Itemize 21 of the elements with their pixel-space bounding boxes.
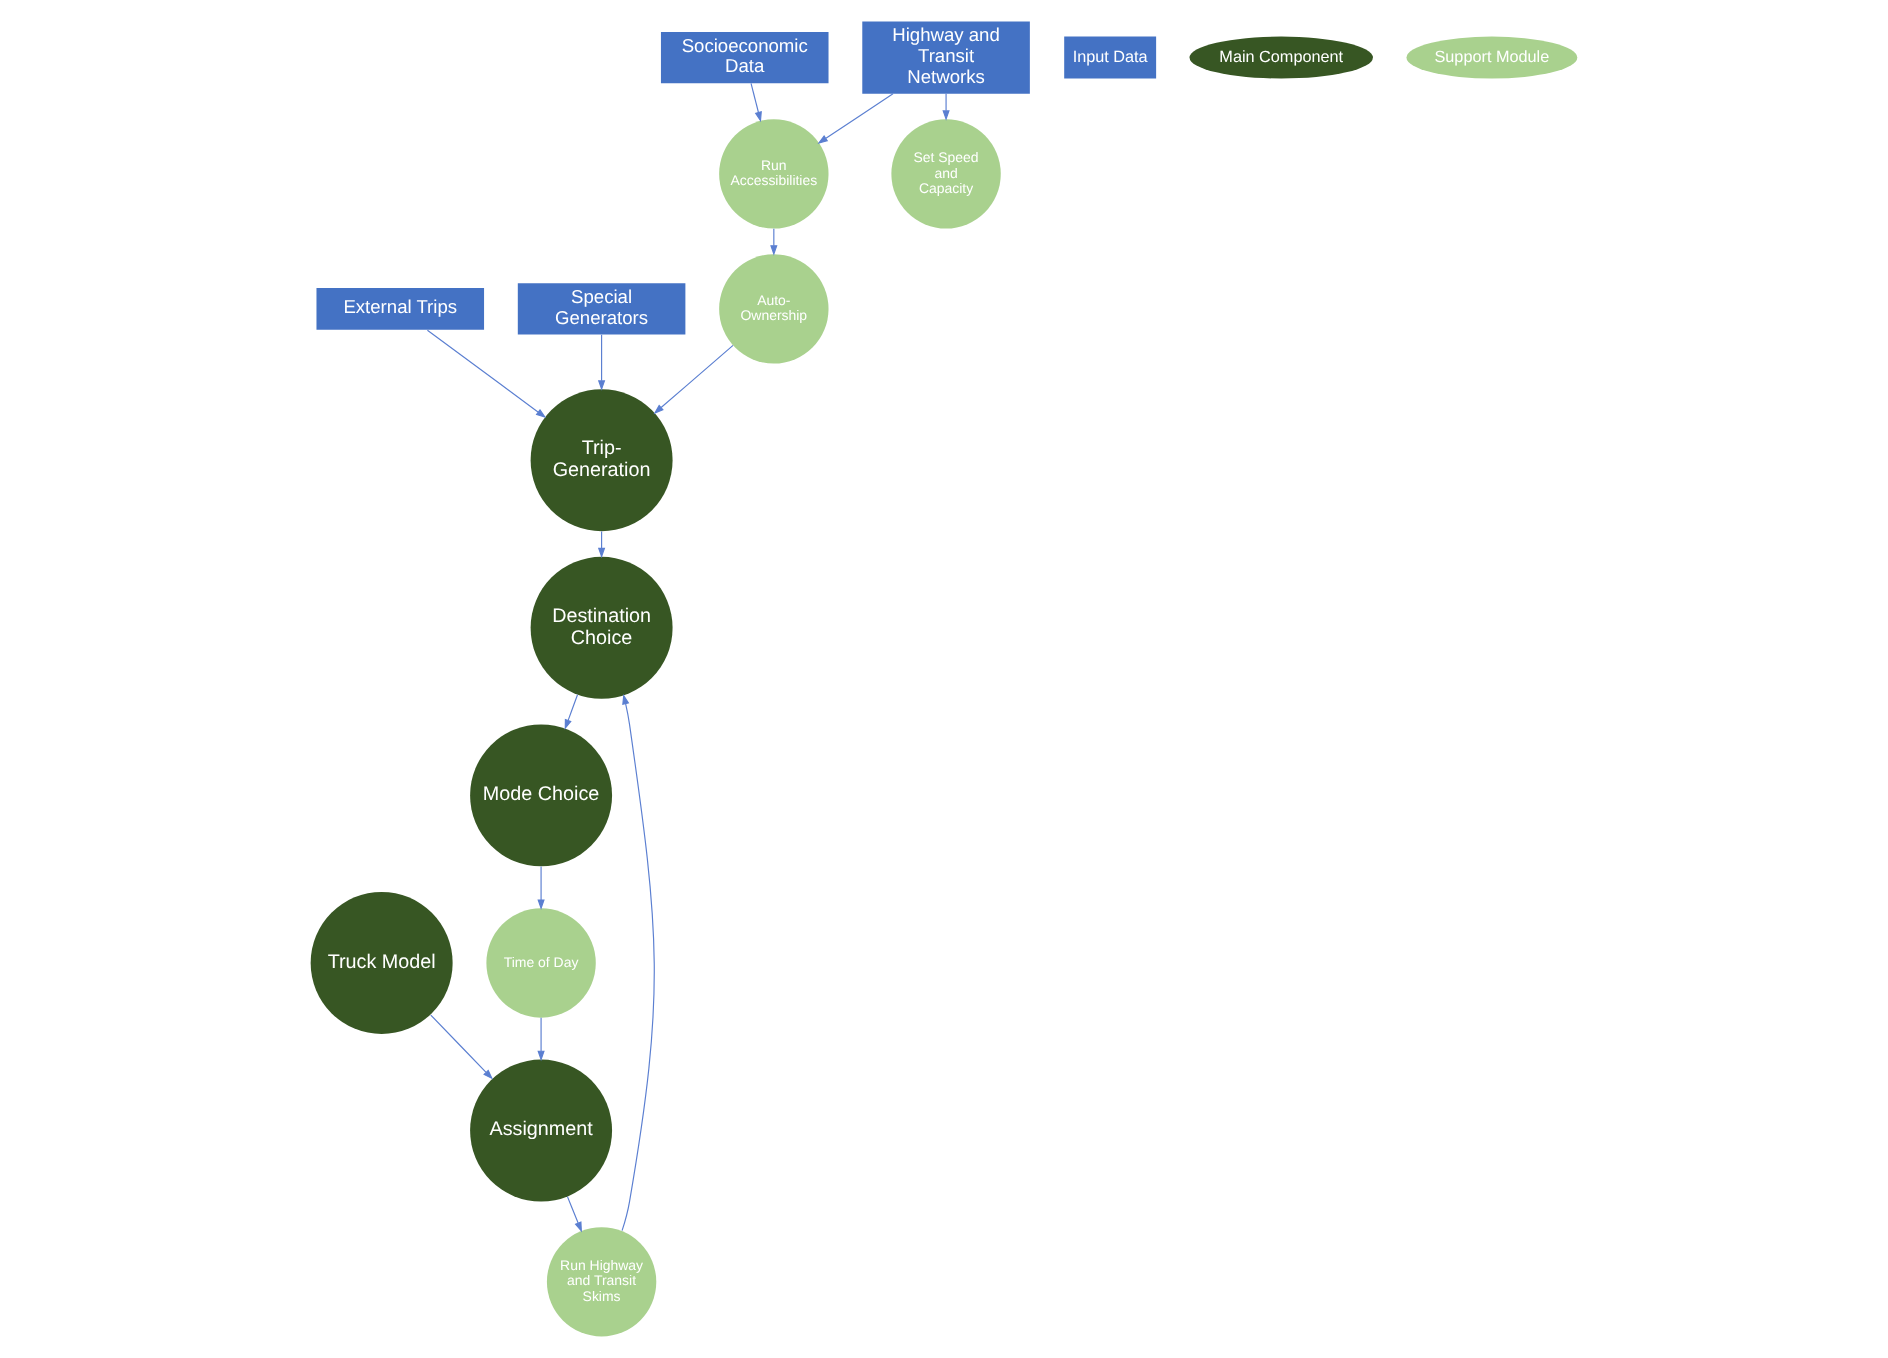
arrow bbox=[537, 1017, 545, 1062]
arrow bbox=[653, 344, 734, 415]
node-box: External Trips bbox=[316, 287, 485, 330]
node-circle: Truck Model bbox=[310, 891, 453, 1034]
node-box: Socioeconomic Data bbox=[660, 31, 829, 84]
arrow bbox=[537, 866, 545, 910]
node-box: Highway and Transit Networks bbox=[862, 21, 1030, 94]
arrow bbox=[426, 329, 547, 419]
node-circle: Assignment bbox=[470, 1059, 613, 1202]
arrow bbox=[942, 93, 950, 121]
arrow bbox=[621, 694, 655, 1232]
arrow bbox=[597, 334, 606, 391]
node-circle: Destination Choice bbox=[530, 556, 673, 699]
arrow bbox=[564, 694, 579, 730]
arrow bbox=[750, 82, 762, 123]
arrow bbox=[817, 93, 894, 144]
node-circle: Mode Choice bbox=[470, 724, 613, 867]
arrow bbox=[566, 1196, 582, 1233]
node-circle: Trip-Generation bbox=[530, 389, 673, 532]
arrow bbox=[430, 1014, 494, 1080]
node-box: Special Generators bbox=[517, 283, 686, 335]
